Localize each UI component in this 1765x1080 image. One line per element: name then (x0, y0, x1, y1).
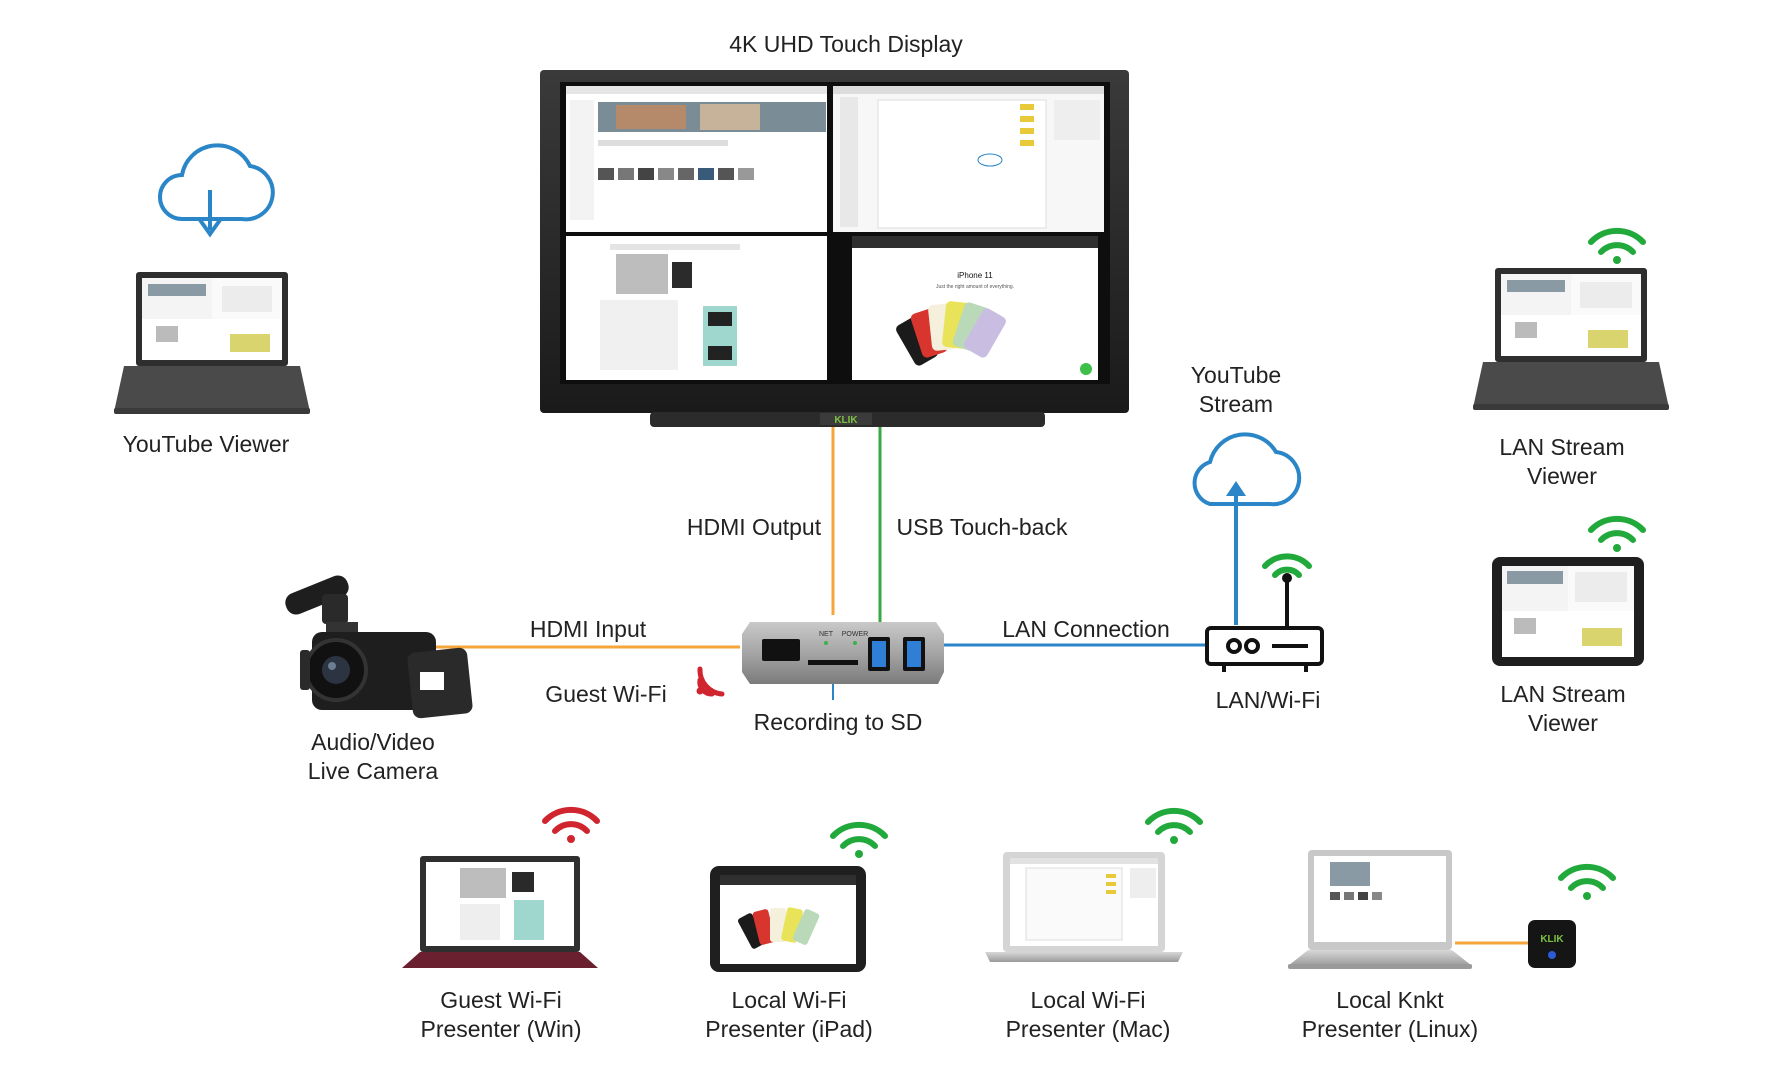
hub-net-label: NET (819, 631, 834, 638)
linux-laptop (1288, 850, 1472, 969)
youtube-upload-cloud-icon (1192, 432, 1302, 507)
label-presenter-ipad-line1: Local Wi-Fi (731, 987, 847, 1013)
lan-viewer-tablet (1492, 557, 1644, 666)
label-presenter-linux: Local Knkt Presenter (Linux) (1302, 986, 1478, 1044)
label-presenter-linux-line1: Local Knkt (1336, 987, 1444, 1013)
connections (430, 427, 1528, 945)
label-presenter-mac-line2: Presenter (Mac) (1005, 1016, 1171, 1042)
klik-dongle: KLIK (1528, 920, 1576, 968)
label-presenter-win-line1: Guest Wi-Fi (440, 987, 562, 1013)
label-lan-connection: LAN Connection (1002, 616, 1170, 642)
touch-display: iPhone 11 Just the right amount of every… (540, 70, 1129, 427)
guest-wifi-broadcast-icon (696, 666, 725, 697)
label-camera-line1: Audio/Video (311, 729, 435, 755)
hub-power-label: POWER (842, 631, 868, 638)
label-lan-viewer-2-line2: Viewer (1528, 710, 1598, 736)
label-camera: Audio/Video Live Camera (308, 728, 438, 786)
label-guest-wifi: Guest Wi-Fi (545, 681, 667, 707)
label-youtube-stream-line1: YouTube (1190, 362, 1282, 388)
label-presenter-win: Guest Wi-Fi Presenter (Win) (420, 986, 581, 1044)
label-lan-viewer-2: LAN Stream Viewer (1500, 680, 1625, 738)
label-display-title: 4K UHD Touch Display (729, 31, 963, 57)
label-lan-wifi: LAN/Wi-Fi (1215, 687, 1321, 713)
label-lan-viewer-2-line1: LAN Stream (1500, 681, 1626, 707)
label-lan-viewer-1: LAN Stream Viewer (1499, 433, 1624, 491)
video-camera (285, 575, 473, 719)
lan-viewer-laptop (1473, 268, 1669, 410)
label-hdmi-input: HDMI Input (529, 616, 647, 642)
klik-hub: NET POWER (742, 622, 944, 684)
label-presenter-win-line2: Presenter (Win) (420, 1016, 582, 1042)
label-lan-viewer-1-line1: LAN Stream (1499, 434, 1625, 460)
label-presenter-mac-line1: Local Wi-Fi (1030, 987, 1146, 1013)
screen-iphone-subtitle: Just the right amount of everything. (936, 284, 1014, 290)
label-hdmi-output: HDMI Output (686, 514, 822, 540)
youtube-uplink-arrow (1226, 481, 1246, 496)
wifi-icon-ipad (830, 821, 888, 858)
wifi-icon-lan-tablet (1588, 515, 1646, 552)
label-recording-sd: Recording to SD (753, 709, 923, 735)
screen-iphone-title: iPhone 11 (957, 271, 993, 280)
mac-laptop (985, 852, 1183, 962)
wifi-icon-router (1262, 553, 1312, 578)
dongle-brand-logo: KLIK (1540, 934, 1564, 945)
wifi-icon-linux-dongle (1558, 863, 1616, 900)
label-lan-viewer-1-line2: Viewer (1527, 463, 1597, 489)
wifi-icon-lan-laptop (1588, 227, 1646, 264)
display-brand-logo: KLIK (834, 415, 858, 426)
router (1205, 573, 1324, 672)
label-youtube-viewer: YouTube Viewer (122, 431, 290, 457)
windows-laptop (402, 856, 598, 968)
label-presenter-mac: Local Wi-Fi Presenter (Mac) (1006, 986, 1171, 1044)
label-camera-line2: Live Camera (307, 758, 439, 784)
label-youtube-stream-line2: Stream (1198, 391, 1274, 417)
label-youtube-stream: YouTube Stream (1191, 361, 1281, 419)
ipad-tablet (710, 866, 866, 972)
iphone-fan (896, 301, 1006, 366)
label-presenter-ipad-line2: Presenter (iPad) (705, 1016, 873, 1042)
download-cloud-icon (158, 143, 275, 238)
wifi-icon-win (542, 806, 600, 843)
youtube-viewer-laptop (114, 272, 310, 414)
wifi-icon-mac (1145, 807, 1203, 844)
label-presenter-ipad: Local Wi-Fi Presenter (iPad) (705, 986, 872, 1044)
label-presenter-linux-line2: Presenter (Linux) (1301, 1016, 1479, 1042)
label-usb-touchback: USB Touch-back (896, 514, 1068, 540)
